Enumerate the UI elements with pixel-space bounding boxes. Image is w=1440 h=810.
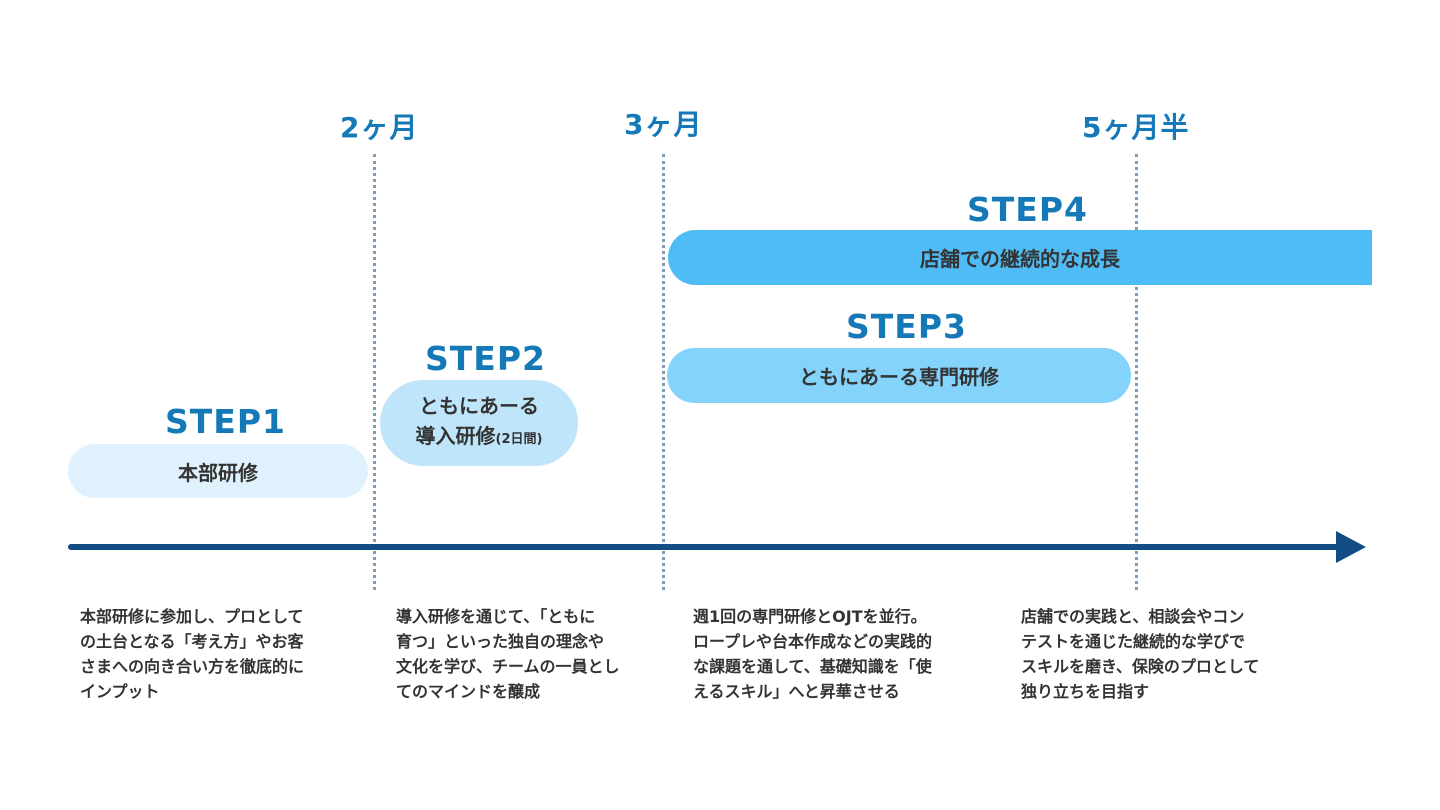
step1-description: 本部研修に参加し、プロとして の土台となる「考え方」やお客 さまへの向き合い方を… [80,604,304,704]
month-label-3: 3ヶ月 [624,108,703,141]
step1-label: 本部研修 [178,460,258,485]
step4-label: 店舗での継続的な成長 [920,247,1120,271]
step3-desc-line: 週1回の専門研修とOJTを並行。 [693,607,927,626]
step1-desc-line: インプット [80,682,160,701]
step4-desc-line: 店舗での実践と、相談会やコン [1021,607,1245,626]
step2-desc-line: 育つ」といった独自の理念や [396,632,605,651]
step3-desc-line: えるスキル」へと昇華させる [693,682,900,701]
step2-label-line2: 導入研修 [415,424,496,448]
step2-label-line1: ともにあーる [419,394,539,418]
step1-bar: 本部研修 [68,444,368,498]
step3-bar: ともにあーる専門研修 [667,348,1131,403]
divider-2-months [373,154,376,590]
month-label-2: 2ヶ月 [340,111,419,144]
step2-description: 導入研修を通じて、「ともに 育つ」といった独自の理念や 文化を学び、チームの一員… [396,604,620,704]
step2-label-line2-wrap: 導入研修(2日間) [416,421,543,455]
step4-desc-line: スキルを磨き、保険のプロとして [1021,657,1260,676]
step1-desc-line: の土台となる「考え方」やお客 [80,632,304,651]
divider-3-months [662,154,665,590]
step2-desc-line: 導入研修を通じて、「ともに [396,607,596,626]
month-label-5-half: 5ヶ月半 [1082,111,1190,144]
step4-title: STEP4 [967,190,1088,229]
step1-desc-line: さまへの向き合い方を徹底的に [80,657,305,676]
step1-title: STEP1 [165,402,286,441]
step2-desc-line: 文化を学び、チームの一員とし [396,657,620,676]
step2-bar: ともにあーる 導入研修(2日間) [380,380,578,466]
step4-desc-line: テストを通じた継続的な学びで [1021,632,1246,651]
step3-label: ともにあーる専門研修 [799,365,999,389]
step4-description: 店舗での実践と、相談会やコン テストを通じた継続的な学びで スキルを磨き、保険の… [1021,604,1259,704]
step2-title: STEP2 [425,339,546,378]
step1-desc-line: 本部研修に参加し、プロとして [80,607,304,626]
step3-description: 週1回の専門研修とOJTを並行。 ロープレや台本作成などの実践的 な課題を通して… [693,604,932,704]
timeline-axis [68,544,1340,550]
step2-desc-line: てのマインドを醸成 [396,682,541,701]
step4-bar: 店舗での継続的な成長 [668,230,1372,285]
timeline-arrow-icon [1336,531,1366,563]
step2-label-note: (2日間) [495,432,543,447]
step3-desc-line: な課題を通して、基礎知識を「使 [693,657,932,676]
step3-title: STEP3 [846,307,967,346]
step4-desc-line: 独り立ちを目指す [1021,682,1150,701]
divider-5-half-months [1135,154,1138,590]
step3-desc-line: ロープレや台本作成などの実践的 [693,632,933,651]
